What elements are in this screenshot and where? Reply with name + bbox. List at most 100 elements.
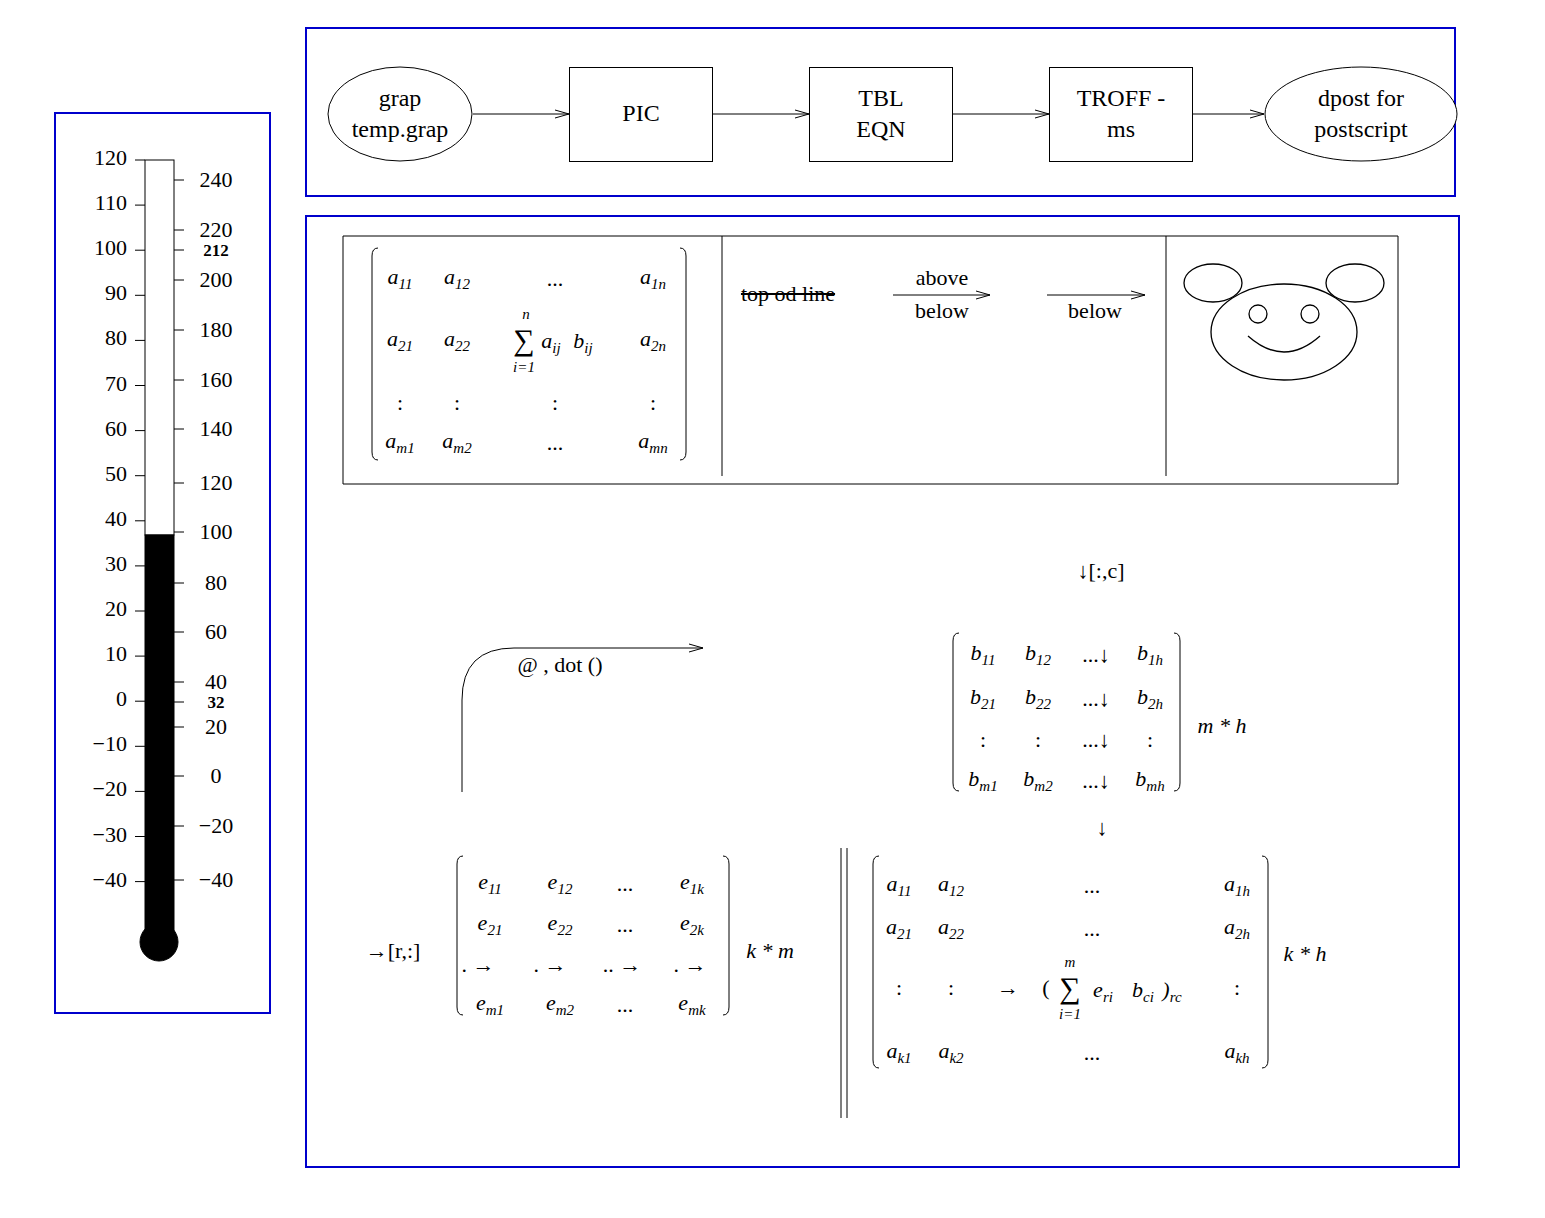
drawing-part: 12	[455, 276, 470, 292]
drawing-part: ij	[552, 340, 560, 356]
mouse-face	[1184, 264, 1384, 380]
label: −40	[199, 869, 233, 891]
label: :	[397, 392, 403, 414]
label: 240	[200, 169, 233, 191]
tick	[174, 776, 184, 777]
label: :	[1147, 729, 1153, 751]
node-text-wrap: TBL EQN	[846, 83, 916, 145]
label: e2k	[680, 912, 704, 938]
arrow-head	[1131, 291, 1145, 299]
label: a22	[444, 328, 470, 354]
drawing-part: 21	[981, 696, 996, 712]
double-rule	[847, 848, 848, 1118]
label: 70	[105, 373, 127, 395]
drawing-part: 1n	[651, 276, 666, 292]
label: k * h	[1284, 943, 1327, 965]
label: ...	[617, 994, 634, 1016]
drawing-part: k1	[897, 1050, 911, 1066]
label: e22	[548, 912, 573, 938]
label: 80	[205, 572, 227, 594]
bracket	[1262, 856, 1268, 1068]
tick	[135, 385, 145, 386]
drawing-part: 21	[487, 922, 502, 938]
label: k * m	[746, 940, 794, 962]
label: 220	[200, 219, 233, 241]
process-box: TBL EQN	[809, 67, 953, 162]
label: b21	[970, 686, 996, 712]
label: e11	[478, 871, 502, 897]
tick	[174, 230, 184, 231]
label: a11	[887, 873, 912, 899]
label: bmh	[1135, 768, 1164, 794]
process-box: PIC	[569, 67, 713, 162]
label: 0	[211, 765, 222, 787]
drawing-part: 12	[949, 883, 964, 899]
bulb	[140, 923, 178, 961]
label: ...	[547, 432, 564, 454]
drawing-part: mn	[649, 440, 667, 456]
tick	[135, 656, 145, 657]
drawing-part: 22	[949, 926, 964, 942]
label: ...	[617, 873, 634, 895]
matrix-frame	[306, 216, 1459, 1167]
tick	[135, 836, 145, 837]
label: a21	[886, 916, 912, 942]
table-rule	[1398, 236, 1399, 484]
matrix-brackets	[372, 248, 1268, 1068]
tick	[174, 682, 184, 683]
label: 40	[205, 671, 227, 693]
label: ↓[:,c]	[1077, 560, 1124, 582]
table-rule	[343, 484, 1398, 485]
eye	[1249, 305, 1267, 323]
label: ...↓	[1082, 729, 1110, 751]
label: em1	[476, 992, 504, 1018]
label: top od line	[741, 283, 835, 305]
label: :	[980, 729, 986, 751]
connector	[713, 110, 809, 118]
ellipse-outline	[1264, 66, 1458, 162]
label: →[r,:]	[366, 940, 421, 962]
label: a22	[938, 916, 964, 942]
mercury	[145, 535, 174, 935]
tick	[174, 880, 184, 881]
connector-line	[713, 114, 809, 115]
label: ∑	[1059, 973, 1080, 1003]
drawing-part: ij	[584, 340, 592, 356]
tick	[174, 532, 184, 533]
label: am1	[385, 430, 414, 456]
drawing-part: 2h	[1235, 926, 1250, 942]
bracket	[953, 633, 959, 791]
label: e1k	[680, 871, 704, 897]
drawing-part: m1	[396, 440, 414, 456]
label: eri	[1093, 979, 1113, 1005]
label: −10	[93, 733, 127, 755]
label: i=1	[513, 360, 535, 375]
label: bci	[1132, 979, 1154, 1005]
label: 50	[105, 463, 127, 485]
face	[1211, 284, 1357, 380]
node-label: grap temp.grap	[344, 83, 456, 145]
drawing-part: 2n	[651, 338, 666, 354]
connector-line	[1193, 114, 1264, 115]
ear	[1184, 264, 1242, 302]
drawing-part: 12	[1036, 652, 1051, 668]
label: −20	[199, 815, 233, 837]
drawing-part: m1	[486, 1002, 504, 1018]
label: )rc	[1162, 979, 1181, 1005]
node-label: TROFF -ms	[1075, 83, 1167, 145]
arrow-head	[976, 291, 990, 299]
label: 160	[200, 369, 233, 391]
drawing-part: mh	[1146, 778, 1164, 794]
tick	[174, 250, 184, 251]
label: ...↓	[1082, 770, 1110, 792]
drawing-part: 1h	[1148, 652, 1163, 668]
bracket	[457, 856, 463, 1015]
label: 140	[200, 418, 233, 440]
label: −40	[93, 869, 127, 891]
drawing-part: 22	[455, 338, 470, 354]
drawing-part: 2h	[1148, 696, 1163, 712]
drawing-part: 11	[488, 881, 502, 897]
drawing-part: k2	[949, 1050, 963, 1066]
label: emk	[678, 992, 705, 1018]
drawing-part: kh	[1235, 1050, 1249, 1066]
